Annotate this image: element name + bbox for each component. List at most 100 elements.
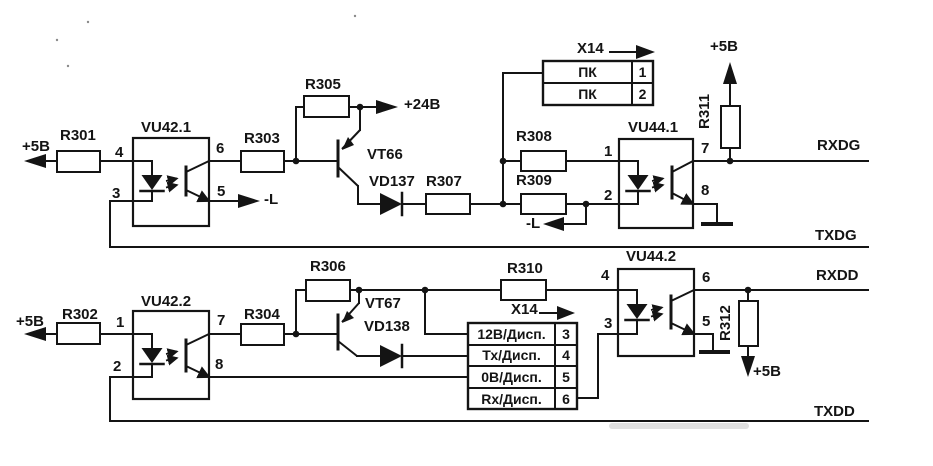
arrow-left-minus-l-icon <box>543 217 564 231</box>
resistor-body-r306 <box>305 279 351 302</box>
arrow-left-plus5v-bottom-icon <box>24 327 46 341</box>
pin-vu442-3: 3 <box>604 315 613 332</box>
transistor-collector <box>337 340 358 357</box>
junction-dot <box>292 157 300 165</box>
arrow-right-x14-top-icon <box>636 45 655 59</box>
pin-vu421-5: 5 <box>217 183 226 200</box>
resistor-body-r309 <box>520 193 567 215</box>
optocoupler-internal-vu441 <box>618 160 695 205</box>
x14-bottom-row5-name: 0В/Дисп. <box>481 369 542 385</box>
phototransistor-emitter <box>670 322 696 336</box>
led-icon <box>626 304 648 319</box>
optocoupler-box-vu442 <box>616 267 696 358</box>
optocoupler-internal-vu422 <box>132 333 211 379</box>
net-label-plus5v-r311: +5В <box>710 38 738 55</box>
net-label-rxdd: RXDD <box>816 267 859 284</box>
phototransistor-emitter <box>185 365 211 379</box>
resistor-label-r301: R301 <box>60 127 96 144</box>
arrow-down-plus5v-icon <box>741 356 755 377</box>
scan-smudge-icon <box>609 423 749 429</box>
pin-vu441-8: 8 <box>701 182 710 199</box>
optocoupler-label-vu441: VU44.1 <box>628 119 679 136</box>
pin-vu442-6: 6 <box>702 269 711 286</box>
resistor-body-r307 <box>425 193 471 215</box>
pin-vu441-2: 2 <box>604 187 613 204</box>
phototransistor-collector <box>185 333 210 346</box>
resistor-body-r304 <box>240 323 285 346</box>
pin-vu442-4: 4 <box>601 267 610 284</box>
scan-speck-icon <box>55 38 59 42</box>
transistor-label-vt66: VT66 <box>367 146 403 163</box>
pin-vu422-7: 7 <box>217 312 226 329</box>
diode-vd137-icon <box>380 193 402 215</box>
resistor-body-r305 <box>303 95 350 118</box>
resistor-label-r307: R307 <box>426 173 462 190</box>
pin-vu422-2: 2 <box>113 358 122 375</box>
pin-vu441-1: 1 <box>604 143 613 160</box>
net-label-minus-l-right: -L <box>264 191 279 208</box>
light-arrow-icon <box>165 181 179 193</box>
arrow-right-minus-l-icon <box>238 194 260 208</box>
net-label-rxdg: RXDG <box>817 137 861 154</box>
junction-dot <box>499 200 507 208</box>
scan-speck-icon <box>86 20 90 24</box>
scan-speck-icon <box>353 14 357 18</box>
arrow-left-plus5v-top-icon <box>24 154 46 168</box>
transistor-label-vt67: VT67 <box>365 295 401 312</box>
phototransistor-collector <box>185 160 210 173</box>
resistor-label-r310: R310 <box>507 260 543 277</box>
x14-top-row2-name: ПК <box>578 86 597 102</box>
pin-vu422-1: 1 <box>116 314 125 331</box>
diode-vd138-icon <box>380 345 402 367</box>
connector-label-x14-top: X14 <box>577 40 604 57</box>
x14-bottom-row6-name: Rx/Дисп. <box>481 391 542 407</box>
optocoupler-label-vu422: VU42.2 <box>141 293 192 310</box>
phototransistor-emitter <box>185 189 211 203</box>
pin-vu422-8: 8 <box>215 356 224 373</box>
transistor-collector <box>337 166 359 187</box>
junction-dot <box>421 286 429 294</box>
light-arrow-icon <box>650 310 664 322</box>
resistor-label-r305: R305 <box>305 76 341 93</box>
resistor-label-r308: R308 <box>516 128 552 145</box>
net-label-txdd: TXDD <box>814 403 855 420</box>
net-label-plus5v-top-left: +5В <box>22 138 50 155</box>
resistor-label-r304: R304 <box>244 306 280 323</box>
arrow-right-plus24v-icon <box>376 100 398 114</box>
net-label-plus5v-r312: +5В <box>753 363 781 380</box>
light-arrow-icon <box>651 181 665 193</box>
arrow-right-x14-bottom-icon <box>557 306 575 320</box>
x14-bottom-row3-pin: 3 <box>562 326 570 342</box>
pin-vu442-5: 5 <box>702 313 711 330</box>
light-arrow-icon <box>651 175 665 186</box>
pin-vu421-6: 6 <box>216 140 225 157</box>
optocoupler-internal-vu421 <box>132 160 211 203</box>
transistor-emitter-arrow-icon <box>342 311 354 323</box>
led-icon <box>141 348 163 363</box>
connector-label-x14-bottom: X14 <box>511 301 538 318</box>
led-icon <box>141 175 163 190</box>
resistor-body-r310 <box>500 279 547 301</box>
resistor-label-r312: R312 <box>717 305 734 341</box>
net-label-minus-l-mid: -L <box>526 215 541 232</box>
junction-dot <box>499 157 507 165</box>
net-label-plus24v: +24В <box>404 96 441 113</box>
diode-label-vd138: VD138 <box>364 318 410 335</box>
net-label-plus5v-bottom-left: +5В <box>16 313 44 330</box>
led-icon <box>627 175 649 190</box>
resistor-body-r303 <box>240 150 285 173</box>
x14-bottom-row3-name: 12В/Дисп. <box>477 326 546 342</box>
pin-vu421-3: 3 <box>112 185 121 202</box>
arrow-up-plus5v-icon <box>723 62 737 84</box>
optocoupler-label-vu442: VU44.2 <box>626 248 677 265</box>
x14-bottom-row4-name: Тх/Дисп. <box>482 347 541 363</box>
resistor-body-r301 <box>56 150 101 173</box>
phototransistor-collector <box>670 289 695 302</box>
optocoupler-box-vu422 <box>131 309 211 401</box>
diode-label-vd137: VD137 <box>369 173 415 190</box>
net-label-txdg: TXDG <box>815 227 857 244</box>
x14-bottom-row6-pin: 6 <box>562 391 570 407</box>
scan-speck-icon <box>66 64 70 68</box>
